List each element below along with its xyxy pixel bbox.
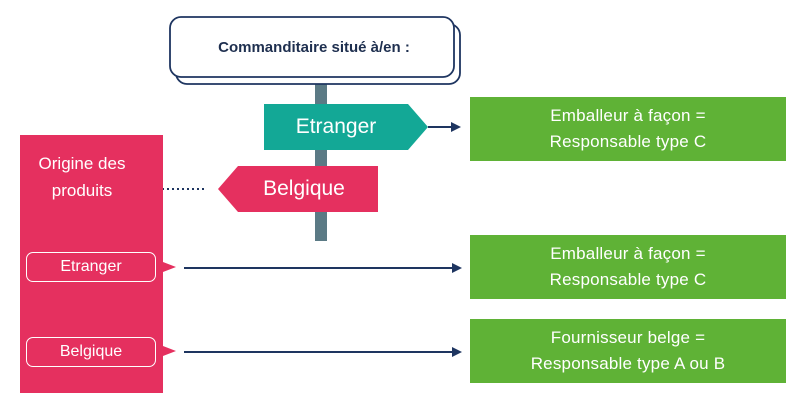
result-2-line2: Responsable type C <box>549 270 707 289</box>
arrowhead-result1 <box>451 122 461 132</box>
result-2-line1: Emballeur à façon = <box>550 244 706 263</box>
result-3-line1: Fournisseur belge = <box>550 328 706 347</box>
result-box-1: Emballeur à façon = Responsable type C <box>470 97 786 161</box>
arrowhead-result3 <box>452 347 462 357</box>
origin-option-etranger: Etranger <box>26 252 156 282</box>
result-1-line1: Emballeur à façon = <box>550 106 706 125</box>
sign-belgique-shape <box>218 166 378 212</box>
signpost-pole <box>315 78 327 241</box>
origin-label: Origine des produits <box>38 154 126 200</box>
result-box-3: Fournisseur belge = Responsable type A o… <box>470 319 786 383</box>
sign-belgique-label: Belgique <box>263 177 345 200</box>
result-1-line2: Responsable type C <box>549 132 707 151</box>
result-3-line2: Responsable type A ou B <box>530 354 726 373</box>
question-box <box>169 16 455 78</box>
sign-etranger-shape <box>264 104 428 150</box>
pointer-belgique <box>163 346 176 356</box>
origin-option-belgique: Belgique <box>26 337 156 367</box>
pointer-etranger <box>163 262 176 272</box>
origin-panel <box>20 135 163 393</box>
arrowhead-result2 <box>452 263 462 273</box>
result-box-2: Emballeur à façon = Responsable type C <box>470 235 786 299</box>
sign-etranger-label: Etranger <box>295 115 377 138</box>
question-label: Commanditaire situé à/en : <box>218 38 410 56</box>
